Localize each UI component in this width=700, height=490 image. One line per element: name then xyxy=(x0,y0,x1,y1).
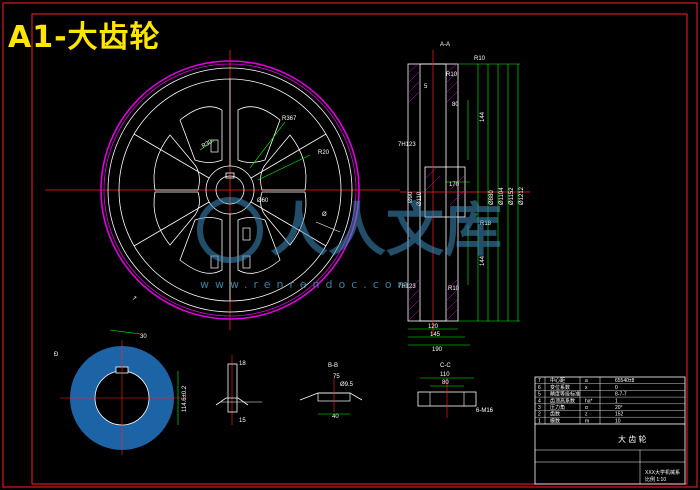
page-title: A1-大齿轮 xyxy=(8,20,161,55)
row-symbol: ha* xyxy=(585,398,593,404)
dim-phi880: Ø880 xyxy=(489,190,495,205)
footer-scale: 比例 1:10 xyxy=(645,476,666,483)
row-symbol: z xyxy=(585,412,588,418)
leader-r30 xyxy=(199,139,216,151)
row-no: 1 xyxy=(538,418,541,424)
label-phi60: Ø60 xyxy=(257,198,269,204)
row-symbol: a xyxy=(585,378,588,384)
row-value: 152 xyxy=(615,412,624,418)
row-name: 压力角 xyxy=(550,404,565,411)
section-cc-label: C-C xyxy=(440,363,451,369)
rim-d15: 15 xyxy=(239,418,246,424)
leader-r367 xyxy=(249,121,286,169)
row-symbol: m xyxy=(585,418,589,424)
row-name: 变位系数 xyxy=(550,384,570,391)
row-name: 模数 xyxy=(550,417,560,424)
dim-170: 170 xyxy=(449,182,460,188)
tip-circle xyxy=(100,60,360,320)
row-value: 8-7-7 xyxy=(615,392,627,398)
watermark-url: www.renrendoc.com xyxy=(200,278,415,291)
row-name: 齿顶高系数 xyxy=(550,397,575,404)
label-r367: R367 xyxy=(282,116,297,122)
dim-phi1104: Ø1104 xyxy=(499,187,505,205)
cc-d6m16: 6-M16 xyxy=(476,408,494,414)
dim-r10-mid: R10 xyxy=(446,72,458,78)
keyway-dim2: 30 xyxy=(140,334,147,340)
section-aa-label: A-A xyxy=(440,42,450,48)
param-rows: 7 中心距 a 65540±8 6 变位系数 x 0 5 精度等级标准 8-7-7 4 齿顶高系数 ha*… xyxy=(535,377,685,424)
label-r20: R20 xyxy=(318,150,330,156)
keyway-dim: 114.6±0.2 xyxy=(182,385,188,412)
dim-190: 190 xyxy=(432,347,443,353)
dim-r18: R18 xyxy=(480,221,492,227)
dim-5: 5 xyxy=(424,84,428,90)
keyway-label: Ð xyxy=(54,352,59,358)
row-no: 7 xyxy=(538,378,541,384)
dim-144-bot: 144 xyxy=(480,255,486,266)
dim-120: 120 xyxy=(428,324,439,330)
row-no: 4 xyxy=(538,398,541,404)
dim-r10-bot: R10 xyxy=(448,286,460,292)
leader-r20 xyxy=(257,154,311,181)
section-bb-detail: B-B 75 Ø9.5 40 xyxy=(299,363,363,420)
dim-tol-top: 7H123 xyxy=(398,142,416,148)
pitch-circle xyxy=(103,63,357,317)
row-name: 精度等级标准 xyxy=(550,391,580,398)
section-cc-detail: C-C 110 80 6-M16 xyxy=(417,363,494,418)
footer-school: XXX大学机械系 xyxy=(645,469,680,476)
row-no: 3 xyxy=(538,405,541,411)
row-no: 5 xyxy=(538,392,541,398)
watermark-logo: 人人文库 xyxy=(197,196,502,264)
keyway xyxy=(225,172,235,179)
root-circle xyxy=(107,67,353,313)
section-bb-label: B-B xyxy=(328,363,338,369)
row-symbol: x xyxy=(585,385,588,391)
part-name: 大 齿 轮 xyxy=(618,434,646,444)
row-no: 2 xyxy=(538,412,541,418)
row-name: 中心距 xyxy=(550,377,565,384)
bb-d95: Ø9.5 xyxy=(340,382,354,388)
dim-phi1212: Ø1212 xyxy=(519,186,525,205)
dim-phi90: Ø90 xyxy=(408,191,414,203)
watermark-brand: 人人文库 xyxy=(270,196,502,264)
bb-d40: 40 xyxy=(332,414,339,420)
row-no: 6 xyxy=(538,385,541,391)
row-name: 齿数 xyxy=(550,411,560,418)
front-view: R367 R20 R30 Ø60 Ø ↗ xyxy=(45,50,400,330)
dim-r10-top: R10 xyxy=(474,56,486,62)
row-symbol: α xyxy=(585,405,588,411)
cc-d80: 80 xyxy=(442,380,449,386)
dim-phi110: Ø110 xyxy=(417,191,423,206)
bore-circle xyxy=(215,175,245,205)
row-value: 10 xyxy=(615,418,621,424)
dim-phi1152: Ø1152 xyxy=(509,187,515,205)
label-phi: Ø xyxy=(322,212,327,218)
rim-d18: 18 xyxy=(239,361,246,367)
leader-detail xyxy=(315,221,341,233)
rim-section-detail: 18 15 xyxy=(215,355,262,425)
row-value: 65540±8 xyxy=(615,378,635,384)
label-r30: R30 xyxy=(201,139,214,150)
dim-80: 80 xyxy=(452,102,459,108)
aa-dim-lines xyxy=(408,63,520,346)
row-value: 20° xyxy=(615,405,623,411)
inner-border xyxy=(31,13,688,485)
param-table: 7 中心距 a 65540±8 6 变位系数 x 0 5 精度等级标准 8-7-7 4 齿顶高系数 ha*… xyxy=(534,376,686,485)
row-value: 1 xyxy=(615,398,618,404)
dim-145: 145 xyxy=(430,332,441,338)
dim-tol-bot: 7H123 xyxy=(398,284,416,290)
bb-d75: 75 xyxy=(333,374,340,380)
section-aa-view: A-A xyxy=(398,42,530,353)
label-arrow: ↗ xyxy=(132,296,137,302)
keyway-detail: Ð 114.6±0.2 30 xyxy=(54,329,188,455)
row-value: 0 xyxy=(615,385,618,391)
dim-144-top: 144 xyxy=(480,111,486,122)
cc-d110: 110 xyxy=(440,372,450,378)
